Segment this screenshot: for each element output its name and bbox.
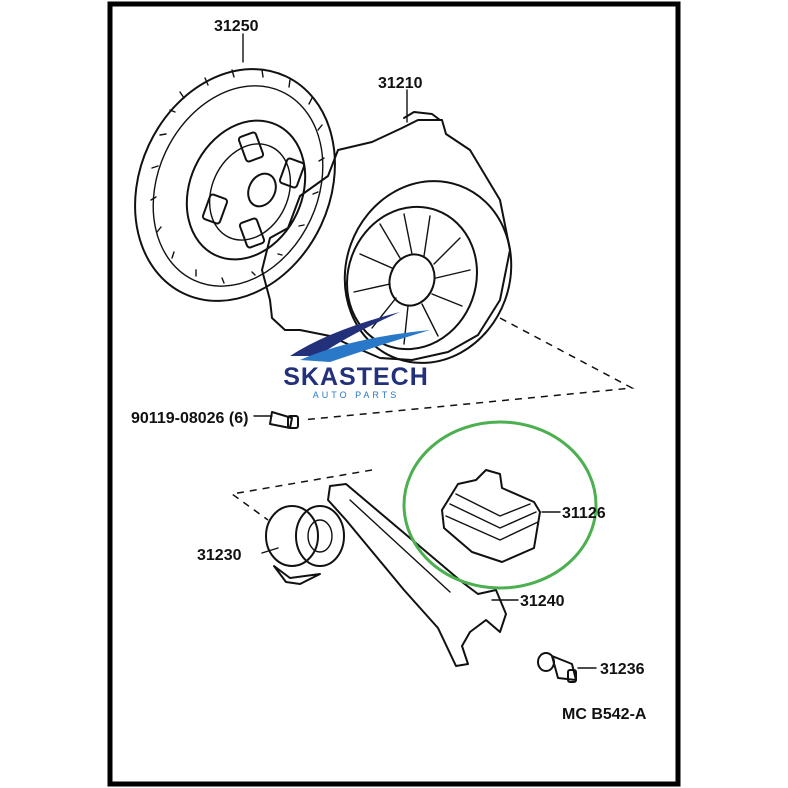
bolt-illustration <box>269 411 299 429</box>
clutch-disc-illustration <box>134 68 336 302</box>
part-label-boot: 31126 <box>562 505 606 522</box>
part-label-bolt: 90119-08026 (6) <box>131 410 248 427</box>
part-label-pivot: 31236 <box>600 661 645 678</box>
part-label-cover: 31210 <box>378 75 423 92</box>
part-labels: 31250 31210 90119-08026 (6) 31126 31230 … <box>131 18 647 723</box>
boot-illustration <box>441 469 541 563</box>
watermark: SKASTECH AUTO PARTS <box>283 312 430 400</box>
part-label-fork: 31240 <box>520 593 565 610</box>
diagram-frame <box>107 1 681 787</box>
diagram-code: MC B542-A <box>562 706 647 723</box>
clutch-cover-illustration <box>261 111 513 364</box>
pivot-ball-illustration <box>537 652 577 683</box>
watermark-tagline: AUTO PARTS <box>313 390 400 400</box>
leader-lines <box>242 33 597 669</box>
watermark-name: SKASTECH <box>283 363 429 391</box>
wing-logo-icon <box>290 312 430 362</box>
release-fork-illustration <box>327 483 507 667</box>
part-label-bearing: 31230 <box>197 547 242 564</box>
highlight-circle <box>402 420 598 590</box>
release-bearing-illustration <box>265 505 345 585</box>
part-label-disc: 31250 <box>214 18 259 35</box>
assembly-lines <box>230 317 635 521</box>
